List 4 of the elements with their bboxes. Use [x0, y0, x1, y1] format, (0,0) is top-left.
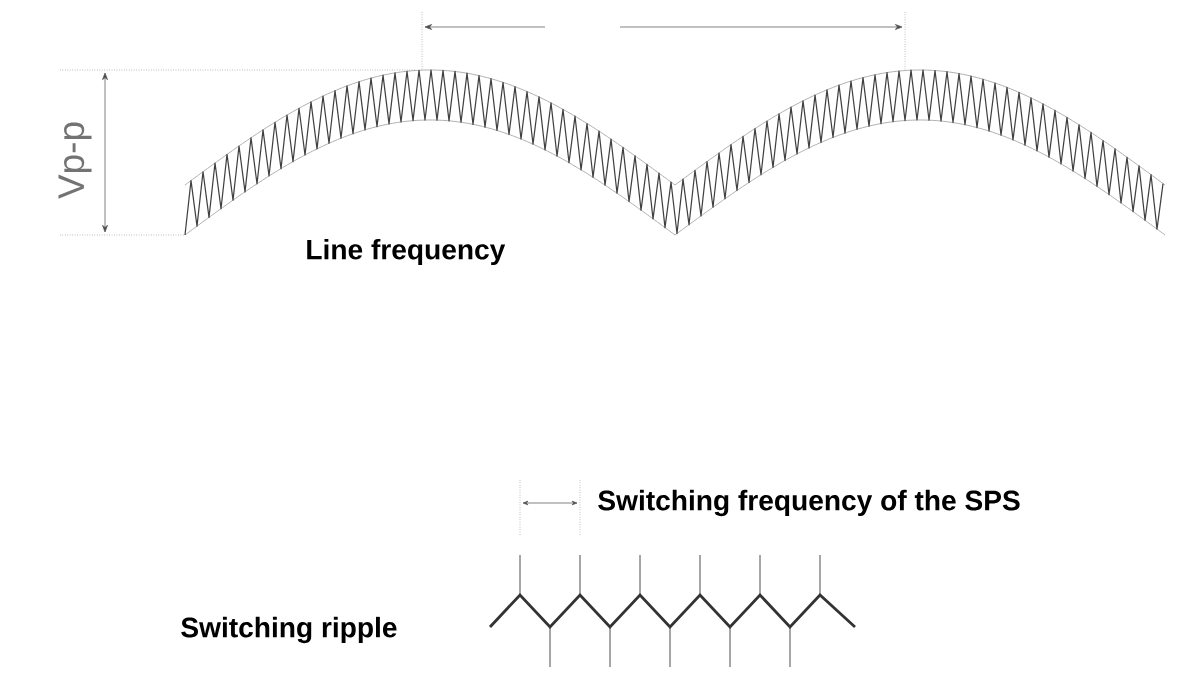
axis-label: Vp-p	[58, 122, 92, 199]
caption-text: Switching ripple	[181, 616, 397, 644]
caption-text: Line frequency	[307, 238, 506, 266]
caption-text: Switching frequency of the SPS	[598, 489, 1020, 517]
